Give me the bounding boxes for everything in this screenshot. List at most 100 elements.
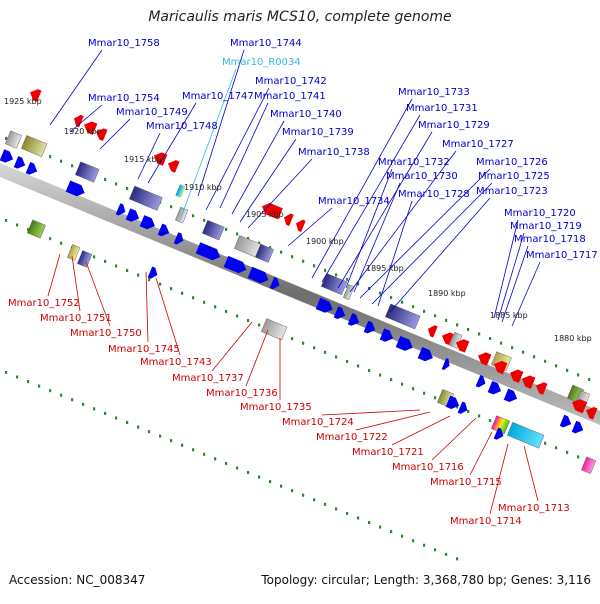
forward-gene-arrow — [139, 215, 155, 230]
chromosome-backbone — [0, 163, 600, 425]
forward-gene-label: Mmar10_1747 — [182, 91, 254, 102]
feature-block — [255, 243, 274, 263]
tick-mark — [291, 337, 294, 341]
forward-leader-line — [205, 87, 270, 211]
feature-block — [581, 456, 597, 474]
reverse-gene-label: Mmar10_1715 — [430, 477, 502, 488]
forward-leader-line — [99, 118, 131, 150]
tick-mark — [148, 430, 151, 434]
forward-leader-line — [147, 102, 197, 184]
forward-gene-label: Mmar10_1740 — [270, 109, 342, 120]
tick-mark — [401, 300, 404, 304]
forward-gene-arrow — [157, 223, 170, 237]
tick-mark — [49, 237, 52, 241]
reverse-gene-label: Mmar10_1745 — [108, 344, 180, 355]
kbp-label: 1905 kbp — [246, 210, 284, 219]
reverse-gene-arrow — [428, 325, 438, 338]
tick-mark — [214, 305, 217, 309]
forward-gene-arrow — [347, 313, 360, 326]
tick-mark — [379, 291, 382, 295]
kbp-label: 1910 kbp — [184, 183, 222, 192]
forward-gene-label: Mmar10_1727 — [442, 139, 514, 150]
reverse-gene-label: Mmar10_1743 — [140, 357, 212, 368]
forward-gene-arrow — [475, 375, 486, 388]
tick-mark — [5, 136, 8, 140]
forward-gene-arrow — [493, 427, 504, 440]
forward-gene-arrow — [441, 357, 450, 370]
forward-leader-line — [337, 131, 433, 289]
reverse-gene-arrow — [572, 399, 588, 414]
reverse-leader-line — [71, 255, 81, 312]
tick-mark — [148, 278, 151, 282]
reverse-leader-line — [355, 411, 431, 431]
reverse-leader-line — [47, 253, 61, 297]
forward-leader-line — [49, 49, 103, 126]
forward-leader-line — [345, 168, 393, 289]
tick-mark — [16, 223, 19, 227]
tick-mark — [225, 461, 228, 465]
tick-mark — [379, 373, 382, 377]
tick-mark — [412, 387, 415, 391]
forward-leader-line — [197, 49, 245, 197]
forward-gene-label: Mmar10_1742 — [255, 76, 327, 87]
forward-gene-label: Mmar10_1719 — [510, 221, 582, 232]
forward-gene-arrow — [223, 255, 247, 274]
forward-leader-line — [359, 168, 491, 299]
reverse-leader-line — [431, 417, 477, 461]
forward-gene-arrow — [333, 306, 346, 319]
forward-leader-line — [287, 207, 333, 247]
tick-mark — [379, 525, 382, 529]
tick-mark — [555, 446, 558, 450]
tick-mark — [269, 246, 272, 250]
tick-mark — [467, 409, 470, 413]
forward-gene-arrow — [417, 347, 433, 362]
forward-gene-label: Mmar10_1748 — [146, 121, 218, 132]
tick-mark — [60, 393, 63, 397]
forward-gene-arrow — [65, 180, 85, 197]
feature-block — [5, 130, 23, 149]
reverse-gene-label: Mmar10_1716 — [392, 462, 464, 473]
tick-mark — [247, 319, 250, 323]
tick-marks — [5, 136, 591, 561]
accession-text: Accession: NC_008347 — [9, 573, 146, 587]
reverse-leader-line — [321, 409, 421, 416]
tick-mark — [236, 232, 239, 236]
tick-mark — [126, 268, 129, 272]
reverse-gene-label: Mmar10_1721 — [352, 447, 424, 458]
reverse-gene-arrow — [494, 360, 508, 375]
forward-leader-line — [231, 120, 285, 215]
forward-gene-label: Mmar10_1739 — [282, 127, 354, 138]
tick-mark — [489, 419, 492, 423]
feature-block — [21, 135, 48, 158]
tick-mark — [533, 355, 536, 359]
tick-mark — [126, 186, 129, 190]
tick-mark — [71, 398, 74, 402]
forward-gene-label: Mmar10_1728 — [398, 189, 470, 200]
forward-leader-line — [179, 68, 237, 221]
tick-mark — [467, 327, 470, 331]
reverse-gene-arrow — [84, 121, 98, 135]
reverse-leader-line — [155, 277, 181, 356]
tick-mark — [401, 382, 404, 386]
forward-gene-arrow — [503, 388, 518, 402]
forward-gene-arrow — [395, 335, 413, 351]
tick-mark — [445, 318, 448, 322]
tick-mark — [16, 375, 19, 379]
tick-mark — [423, 391, 426, 395]
kbp-label: 1900 kbp — [306, 237, 344, 246]
forward-leader-line — [389, 197, 491, 313]
reverse-gene-arrow — [586, 406, 598, 420]
feature-block — [129, 185, 163, 211]
tick-mark — [346, 277, 349, 281]
forward-leader-line — [349, 150, 457, 293]
forward-gene-arrow — [25, 162, 38, 175]
tick-mark — [324, 502, 327, 506]
forward-gene-arrow — [195, 242, 221, 261]
reverse-gene-arrow — [442, 332, 454, 346]
forward-gene-arrow — [13, 156, 26, 169]
tick-mark — [577, 373, 580, 377]
tick-mark — [38, 384, 41, 388]
tick-mark — [324, 268, 327, 272]
reverse-gene-label: Mmar10_1736 — [206, 388, 278, 399]
